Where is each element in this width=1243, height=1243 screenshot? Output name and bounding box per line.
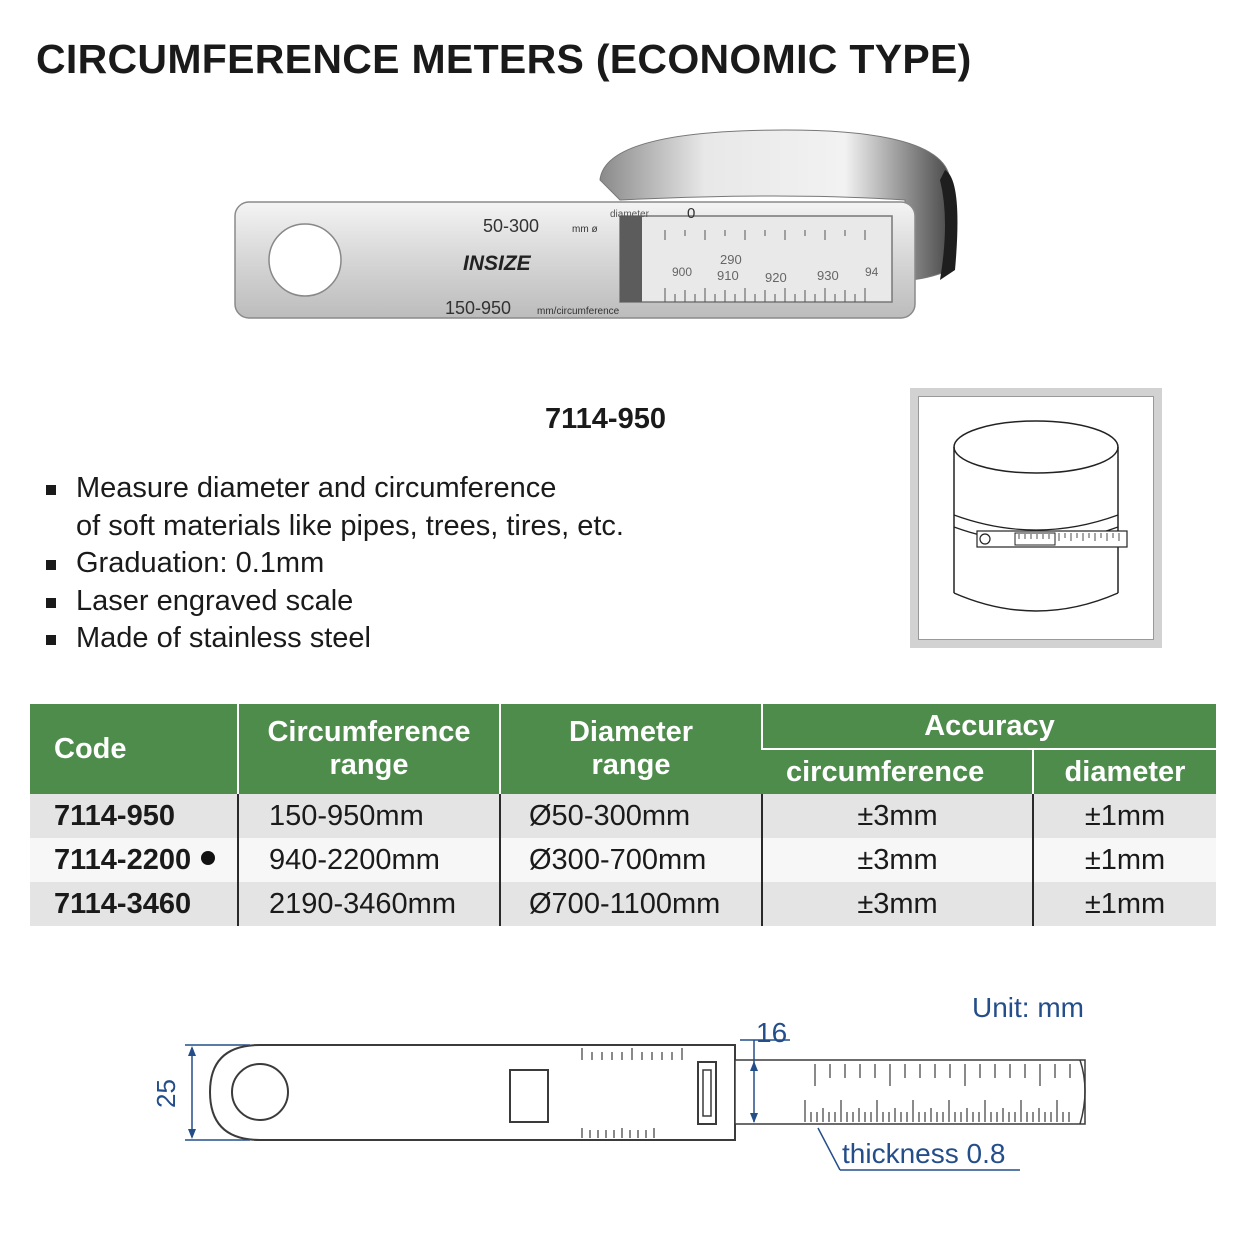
- feature-item: Graduation: 0.1mm: [46, 545, 846, 583]
- table-row: 7114-950 150-950mm Ø50-300mm ±3mm ±1mm: [30, 794, 1216, 838]
- dimension-height-label: 25: [150, 1079, 181, 1108]
- scale-number: 910: [717, 268, 739, 283]
- scale-number: 930: [817, 268, 839, 283]
- cell-diameter: Ø700-1100mm: [499, 882, 762, 926]
- cell-code: 7114-2200: [30, 838, 238, 882]
- thickness-label: thickness 0.8: [842, 1138, 1006, 1169]
- circumference-unit-engraving: mm/circumference: [537, 306, 620, 317]
- diameter-range-engraving: 50-300: [483, 216, 539, 236]
- product-photo: 0 diameter 290 900 910 920 930 94 50-300…: [234, 129, 958, 319]
- model-code: 7114-950: [545, 403, 666, 435]
- marker-dot-icon: [201, 850, 216, 865]
- cell-accuracy-circumference: ±3mm: [761, 794, 1033, 838]
- circumference-range-engraving: 150-950: [445, 298, 511, 318]
- page-title: CIRCUMFERENCE METERS (ECONOMIC TYPE): [36, 36, 972, 82]
- cell-circumference: 940-2200mm: [237, 838, 500, 882]
- feature-item: Made of stainless steel: [46, 620, 846, 658]
- cell-code: 7114-950: [30, 794, 238, 838]
- bullet-square-icon: [46, 485, 56, 495]
- table-row: 7114-3460 2190-3460mm Ø700-1100mm ±3mm ±…: [30, 882, 1216, 926]
- drawing-hole: [231, 1063, 289, 1121]
- cylinder-diagram: [953, 420, 1128, 612]
- table-row: 7114-2200 940-2200mm Ø300-700mm ±3mm ±1m…: [30, 838, 1216, 882]
- header-accuracy: Accuracy: [761, 704, 1216, 749]
- header-accuracy-circumference: circumference: [762, 748, 1033, 794]
- cell-circumference: 150-950mm: [237, 794, 500, 838]
- unit-label: Unit: mm: [972, 992, 1084, 1023]
- cell-diameter: Ø300-700mm: [499, 838, 762, 882]
- scale-diameter-word: diameter: [610, 209, 650, 220]
- usage-illustration: [910, 388, 1162, 648]
- drawing-plate-outline: [208, 1044, 736, 1141]
- scale-number: 920: [765, 270, 787, 285]
- cell-accuracy-circumference: ±3mm: [761, 838, 1033, 882]
- header-code: Code: [30, 704, 238, 794]
- cell-accuracy-diameter: ±1mm: [1032, 794, 1216, 838]
- cell-code: 7114-3460: [30, 882, 238, 926]
- dimension-width-label: 16: [756, 1017, 788, 1048]
- diameter-unit-engraving: mm ø: [572, 224, 598, 235]
- cell-circumference: 2190-3460mm: [237, 882, 500, 926]
- scale-zero: 0: [687, 205, 695, 222]
- technical-drawing: [185, 1039, 1086, 1171]
- cell-accuracy-circumference: ±3mm: [761, 882, 1033, 926]
- scale-number: 900: [672, 265, 692, 279]
- cell-diameter: Ø50-300mm: [499, 794, 762, 838]
- scale-number: 94: [865, 265, 879, 279]
- bullet-square-icon: [46, 635, 56, 645]
- cell-accuracy-diameter: ±1mm: [1032, 838, 1216, 882]
- bullet-square-icon: [46, 597, 56, 608]
- bullet-square-icon: [46, 560, 56, 570]
- cell-accuracy-diameter: ±1mm: [1032, 882, 1216, 926]
- brand-logo: INSIZE: [463, 252, 532, 275]
- plate-hole: [268, 223, 342, 297]
- header-accuracy-diameter: diameter: [1032, 748, 1216, 794]
- scale-number: 290: [720, 252, 742, 267]
- feature-item: Laser engraved scale: [46, 583, 846, 621]
